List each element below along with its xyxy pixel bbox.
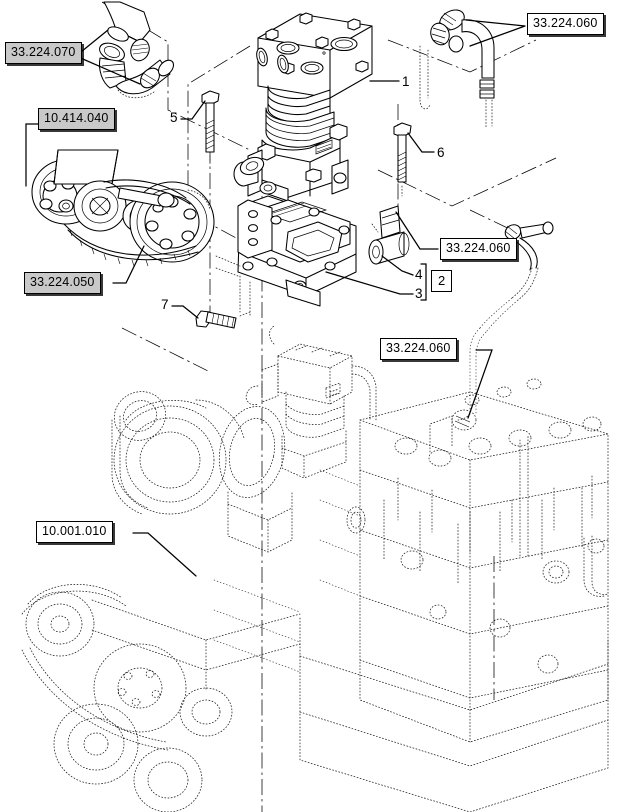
ref-label-10-414-040[interactable]: 10.414.040 [38,108,115,130]
ref-label-33-224-060-a[interactable]: 33.224.060 [527,13,604,35]
item-callout-5[interactable]: 5 [170,110,178,125]
item-callout-3[interactable]: 3 [415,286,423,301]
air-delivery-line-right [451,221,554,431]
item-callout-4[interactable]: 4 [415,267,423,282]
air-compressor-assembly [233,12,373,202]
compressor-mounting-bracket [215,195,357,317]
item-callout-1[interactable]: 1 [402,74,410,89]
hex-head-bolt-long-right [393,122,412,197]
hex-head-bolt-short [195,310,251,329]
belt-and-pulley-drive [31,149,215,267]
ref-label-33-224-060-b[interactable]: 33.224.060 [440,238,517,260]
ref-label-33-224-060-c[interactable]: 33.224.060 [380,338,457,360]
installed-compressor-phantom [245,325,377,479]
intake-hose-and-clamps-left [99,1,175,99]
engine-block-phantom [21,378,609,812]
item-callout-2-boxed[interactable]: 2 [431,270,453,292]
ref-label-10-001-010[interactable]: 10.001.010 [36,521,113,543]
ref-label-33-224-070[interactable]: 33.224.070 [5,42,82,64]
hex-head-bolt-long-left [201,90,220,165]
item-callout-6[interactable]: 6 [437,145,445,160]
air-line-upper-right [419,9,495,129]
ref-label-33-224-050[interactable]: 33.224.050 [24,272,101,294]
leader-lines [25,19,526,577]
spacer-sleeve [368,205,410,265]
item-callout-7[interactable]: 7 [161,297,169,312]
